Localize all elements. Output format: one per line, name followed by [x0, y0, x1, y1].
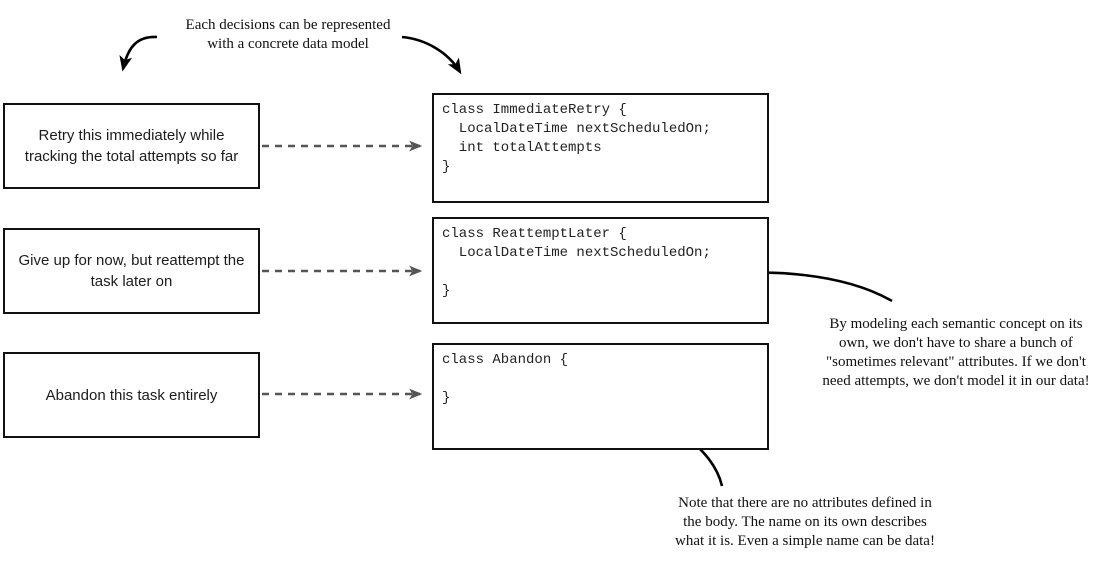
- model-box-reattempt-later: class ReattemptLater { LocalDateTime nex…: [432, 217, 769, 324]
- decision-text: Retry this immediately while tracking th…: [24, 127, 239, 165]
- code-text: class Abandon { }: [442, 352, 569, 406]
- decision-text: Abandon this task entirely: [45, 386, 218, 404]
- model-box-abandon: class Abandon { }: [432, 343, 769, 450]
- curved-arrow-top-right-icon: [401, 35, 462, 75]
- code-text: class ImmediateRetry { LocalDateTime nex…: [442, 102, 711, 175]
- bottom-annotation: Note that there are no attributes define…: [675, 495, 935, 549]
- decision-box-abandon: Abandon this task entirely: [3, 352, 260, 438]
- decision-text: Give up for now, but reattempt the task …: [18, 252, 245, 290]
- top-annotation: Each decisions can be represented with a…: [185, 17, 391, 52]
- decision-box-retry: Retry this immediately while tracking th…: [3, 103, 260, 189]
- decision-box-give-up: Give up for now, but reattempt the task …: [3, 228, 260, 314]
- model-box-immediate-retry: class ImmediateRetry { LocalDateTime nex…: [432, 93, 769, 203]
- code-text: class ReattemptLater { LocalDateTime nex…: [442, 226, 711, 299]
- curved-arrow-top-left-icon: [119, 35, 158, 72]
- right-annotation: By modeling each semantic concept on its…: [822, 316, 1090, 389]
